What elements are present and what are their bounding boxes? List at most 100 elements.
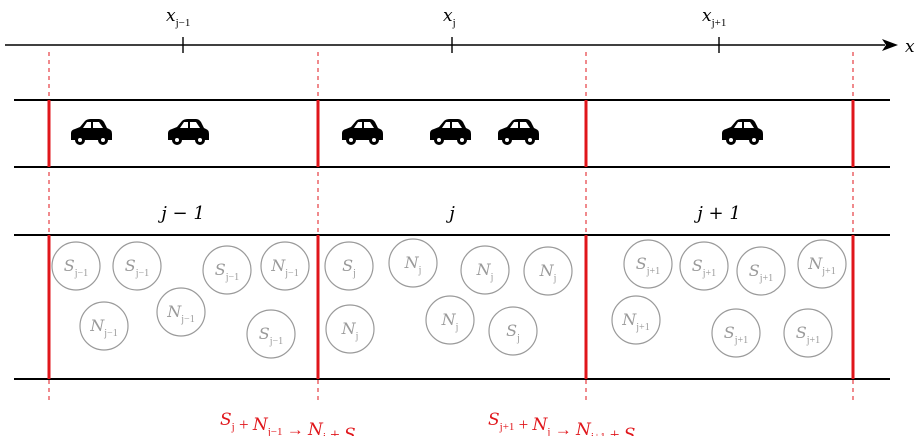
reaction-left: Sj + Nj−1 → Nj + Sj−1 [220, 410, 370, 436]
car-icon [342, 119, 383, 145]
particle-n: Nj [460, 245, 510, 295]
particle-circle [783, 308, 833, 358]
particle-circle [260, 241, 310, 291]
particle-s: Sj−1 [202, 245, 252, 295]
particle-circle [611, 295, 661, 345]
car-icon [71, 119, 112, 145]
car-hubcap [437, 138, 441, 142]
particle-s: Sj+1 [623, 239, 673, 289]
car-hubcap [528, 138, 532, 142]
particle-label: Sj−1 [215, 260, 239, 283]
car-icon [498, 119, 539, 145]
x-axis-arrowhead [882, 39, 898, 51]
particle-label: Nj−1 [166, 302, 194, 325]
particle-s: Sj [324, 241, 374, 291]
car-window [452, 122, 462, 128]
particle-n: Nj [388, 238, 438, 288]
particle-label: Nj+1 [621, 310, 649, 333]
car-window [744, 122, 754, 128]
particle-circle [711, 308, 761, 358]
particle-n: Nj [523, 246, 573, 296]
car-window [520, 122, 530, 128]
particle-circle [460, 245, 510, 295]
particle-n: Nj [425, 295, 475, 345]
particle-label: Sj+1 [724, 323, 748, 346]
tick-label: xj+1 [702, 6, 726, 29]
particle-label: Sj+1 [749, 261, 773, 284]
particle-circle [246, 309, 296, 359]
particle-label: Sj [506, 321, 520, 344]
car-hubcap [729, 138, 733, 142]
particle-label: Nj−1 [89, 316, 117, 339]
cell-boundaries [47, 100, 855, 379]
particle-circle [623, 239, 673, 289]
particle-circle [797, 239, 847, 289]
x-axis: x xj−1 xj xj+1 [5, 6, 915, 57]
particle-s: Sj+1 [736, 246, 786, 296]
car-window [442, 122, 450, 128]
particle-label: Sj+1 [692, 256, 716, 279]
reaction-right: Sj+1 + Nj → Nj+1 + Sj [488, 410, 638, 436]
particle-n: Nj−1 [79, 301, 129, 351]
cell-label-j: j [445, 203, 455, 224]
car-body [430, 119, 471, 140]
particle-label: Nj [441, 310, 459, 333]
particle-circle [679, 241, 729, 291]
car-window [734, 122, 742, 128]
particle-label: Nj [539, 261, 557, 284]
particle-circle [202, 245, 252, 295]
cars [71, 119, 763, 145]
particle-label: Sj+1 [796, 323, 820, 346]
particle-label: Nj [476, 260, 494, 283]
car-window [180, 122, 188, 128]
particle-circle [488, 306, 538, 356]
lane-lines [14, 99, 890, 380]
car-hubcap [372, 138, 376, 142]
car-hubcap [349, 138, 353, 142]
particle-label: Nj−1 [270, 256, 298, 279]
car-body [71, 119, 112, 140]
car-window [510, 122, 518, 128]
particle-label: Nj+1 [807, 254, 835, 277]
particle-circle [388, 238, 438, 288]
car-body [498, 119, 539, 140]
tick-label: xj−1 [166, 6, 190, 29]
particle-s: Sj−1 [112, 241, 162, 291]
reaction-equations: Sj + Nj−1 → Nj + Sj−1 Sj+1 + Nj → Nj+1 +… [220, 410, 638, 436]
particle-n: Nj [325, 304, 375, 354]
particle-n: Nj−1 [156, 287, 206, 337]
car-hubcap [460, 138, 464, 142]
particle-label: Sj−1 [125, 256, 149, 279]
tick-x-j-plus-1: xj+1 [702, 6, 726, 53]
car-icon [168, 119, 209, 145]
car-hubcap [752, 138, 756, 142]
particle-n: Nj+1 [611, 295, 661, 345]
particle-label: Nj [404, 253, 422, 276]
particle-n: Nj+1 [797, 239, 847, 289]
car-hubcap [505, 138, 509, 142]
particle-label: Sj−1 [259, 324, 283, 347]
car-window [190, 122, 200, 128]
particle-circle [325, 304, 375, 354]
particle-s: Sj−1 [51, 241, 101, 291]
car-hubcap [198, 138, 202, 142]
tick-x-j-minus-1: xj−1 [166, 6, 190, 53]
car-icon [722, 119, 763, 145]
particle-circle [324, 241, 374, 291]
particle-label: Sj−1 [64, 256, 88, 279]
particle-circle [736, 246, 786, 296]
car-body [722, 119, 763, 140]
car-hubcap [175, 138, 179, 142]
particle-s: Sj+1 [679, 241, 729, 291]
car-window [83, 122, 91, 128]
particle-label: Sj [342, 256, 356, 279]
particle-s: Sj+1 [711, 308, 761, 358]
x-axis-label: x [905, 37, 915, 57]
car-hubcap [78, 138, 82, 142]
particle-s: Sj [488, 306, 538, 356]
car-window [364, 122, 374, 128]
cell-label-j-plus-1: j + 1 [693, 203, 741, 224]
particle-circle [79, 301, 129, 351]
